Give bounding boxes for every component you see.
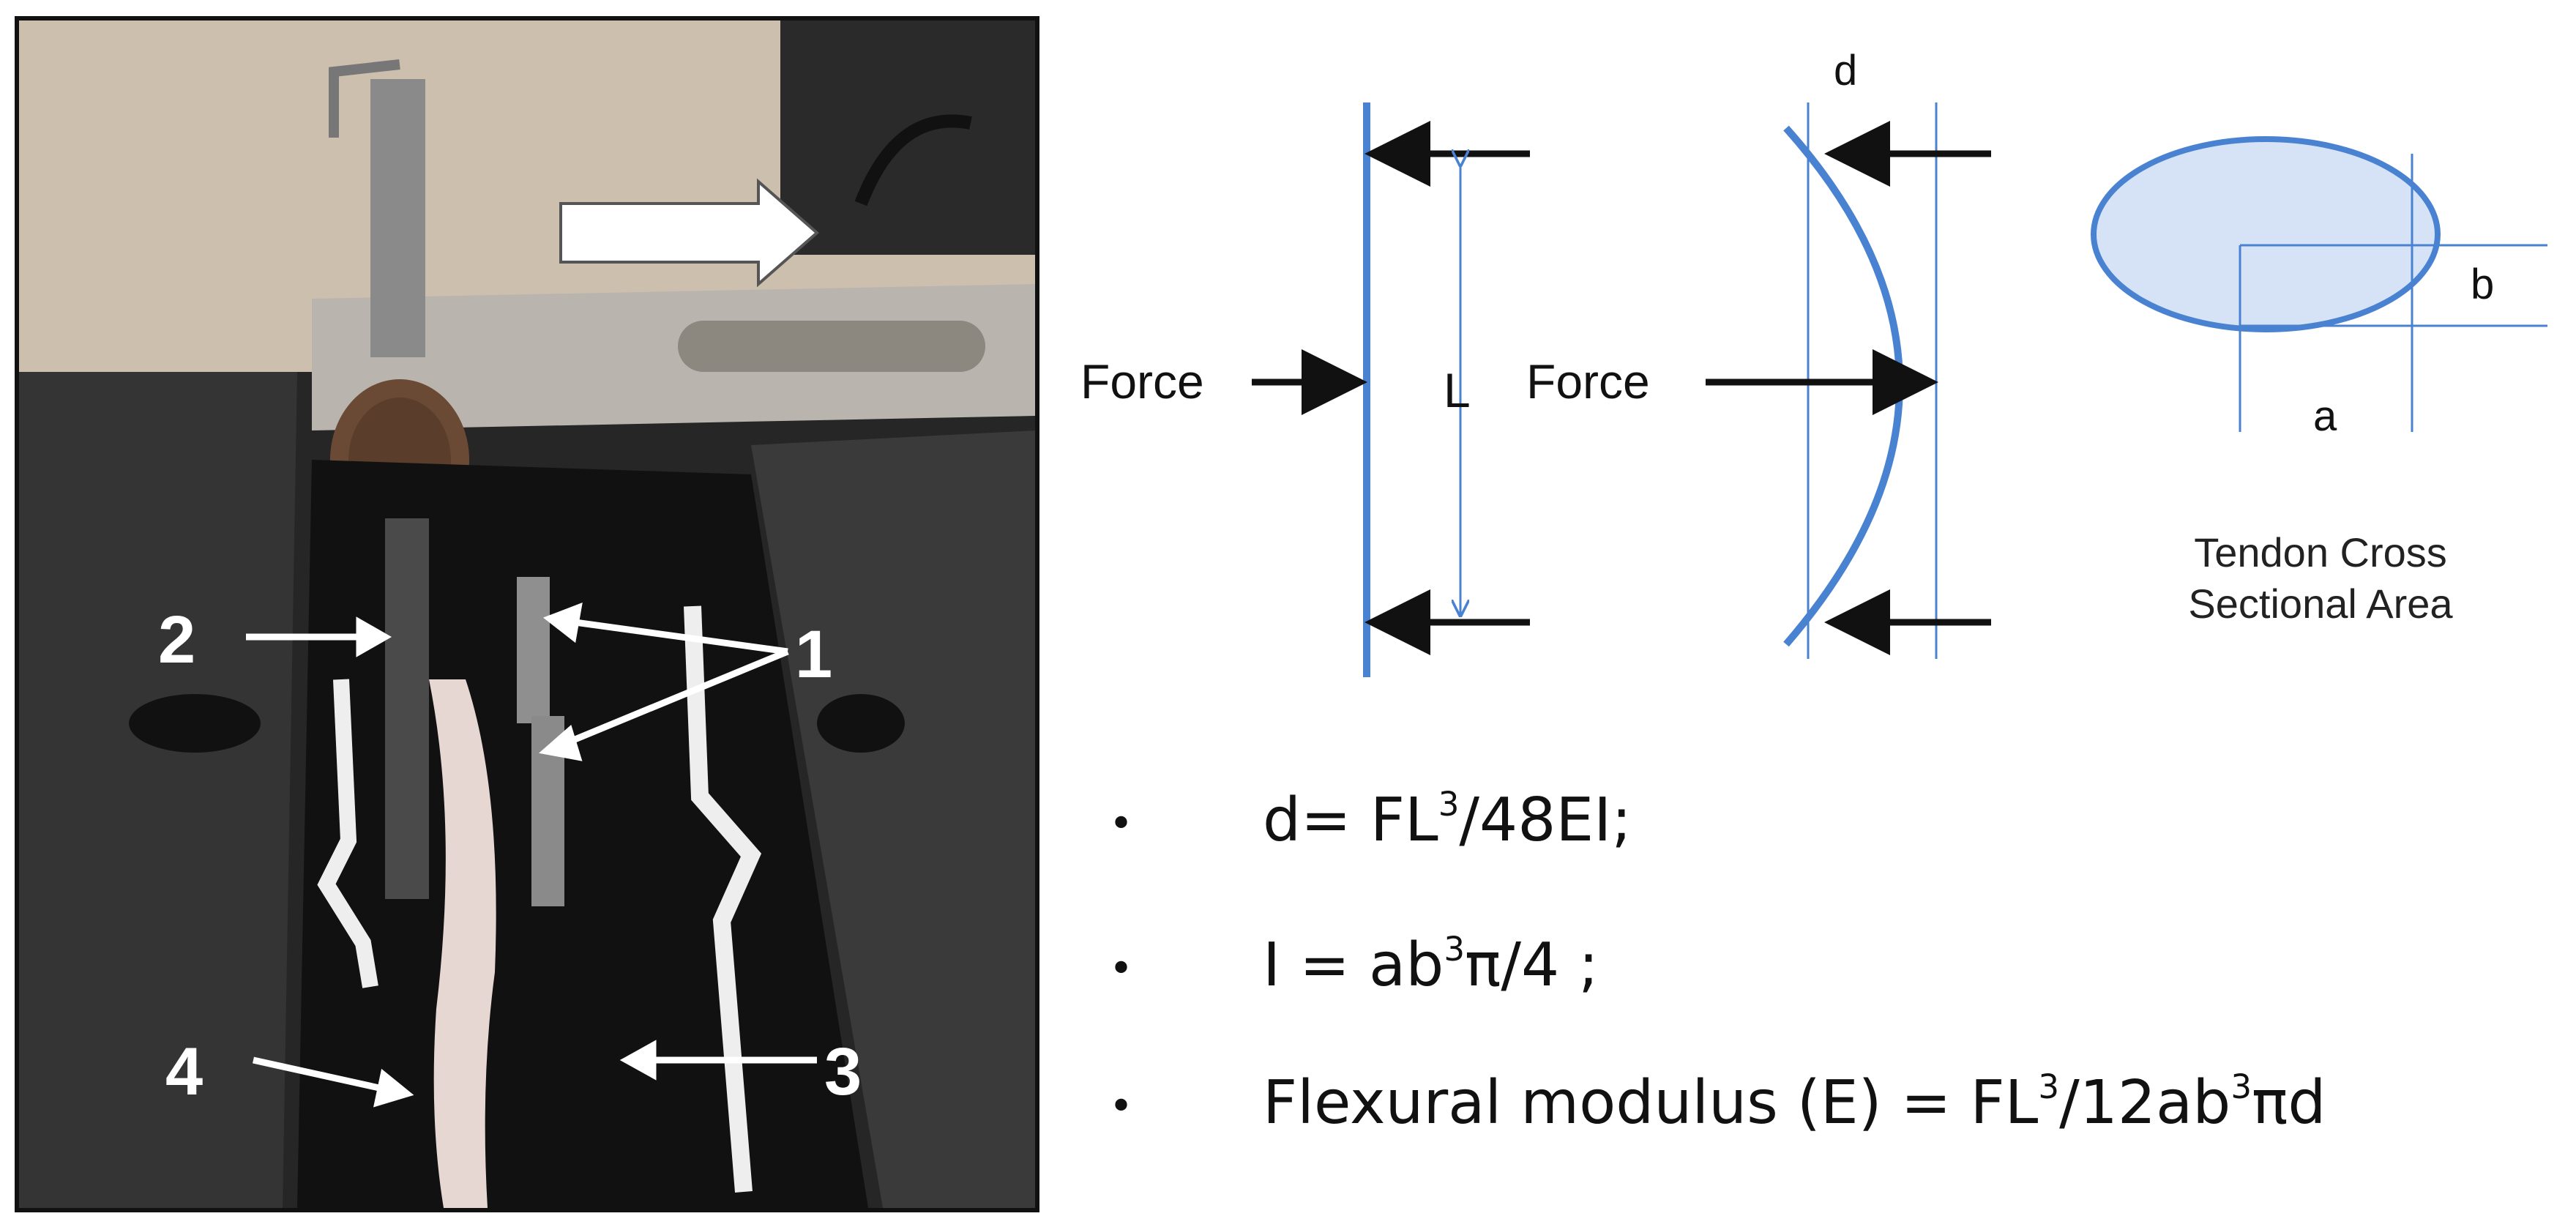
bullet: • — [1109, 799, 1134, 848]
photo-label-3: 3 — [824, 1034, 862, 1109]
formula-inertia: •I = ab3π/4 ; — [1109, 933, 1599, 996]
formula-inertia-pre: I = ab — [1263, 930, 1444, 1000]
photo-label-4: 4 — [165, 1034, 204, 1109]
ellipse-b-label: b — [2471, 261, 2495, 308]
formula-inertia-post: π/4 ; — [1465, 930, 1599, 1000]
ellipse-a-label: a — [2313, 392, 2337, 440]
bullet: • — [1109, 944, 1134, 993]
apparatus-illustration — [19, 20, 1035, 1208]
bent-beam — [1783, 125, 1903, 647]
length-label: L — [1444, 363, 1471, 417]
bending-schematic: Force Force L d b a Tendon Cross Section… — [1039, 0, 2576, 1227]
formula-deflection-sup: 3 — [1438, 785, 1460, 824]
force-label-left: Force — [1080, 354, 1204, 409]
cross-section-ellipse — [2091, 136, 2441, 332]
formula-modulus-post2: πd — [2252, 1068, 2326, 1138]
cross-section-caption: Tendon Cross Sectional Area — [2101, 527, 2540, 630]
caption-line-1: Tendon Cross — [2194, 529, 2447, 575]
caption-line-2: Sectional Area — [2188, 581, 2453, 627]
apparatus-photo: 2 1 4 3 — [15, 16, 1039, 1212]
formula-deflection-post: /48EI; — [1459, 786, 1632, 855]
formula-modulus-sup2: 3 — [2230, 1067, 2252, 1107]
formula-modulus: •Flexural modulus (E) = FL3/12ab3πd — [1109, 1070, 2326, 1133]
formula-modulus-pre: Flexural modulus (E) = FL — [1263, 1068, 2039, 1138]
bullet: • — [1109, 1082, 1134, 1130]
force-label-right: Force — [1526, 354, 1650, 409]
formula-inertia-sup: 3 — [1444, 930, 1466, 969]
formula-deflection-pre: d= FL — [1263, 786, 1438, 855]
formula-modulus-post: /12ab — [2059, 1068, 2231, 1138]
photo-label-2: 2 — [158, 603, 196, 677]
formula-deflection: •d= FL3/48EI; — [1109, 788, 1632, 851]
formula-modulus-sup: 3 — [2038, 1067, 2060, 1107]
photo-label-1: 1 — [795, 617, 833, 692]
schematic-graphics — [1252, 102, 2547, 677]
deflection-label: d — [1834, 47, 1858, 94]
